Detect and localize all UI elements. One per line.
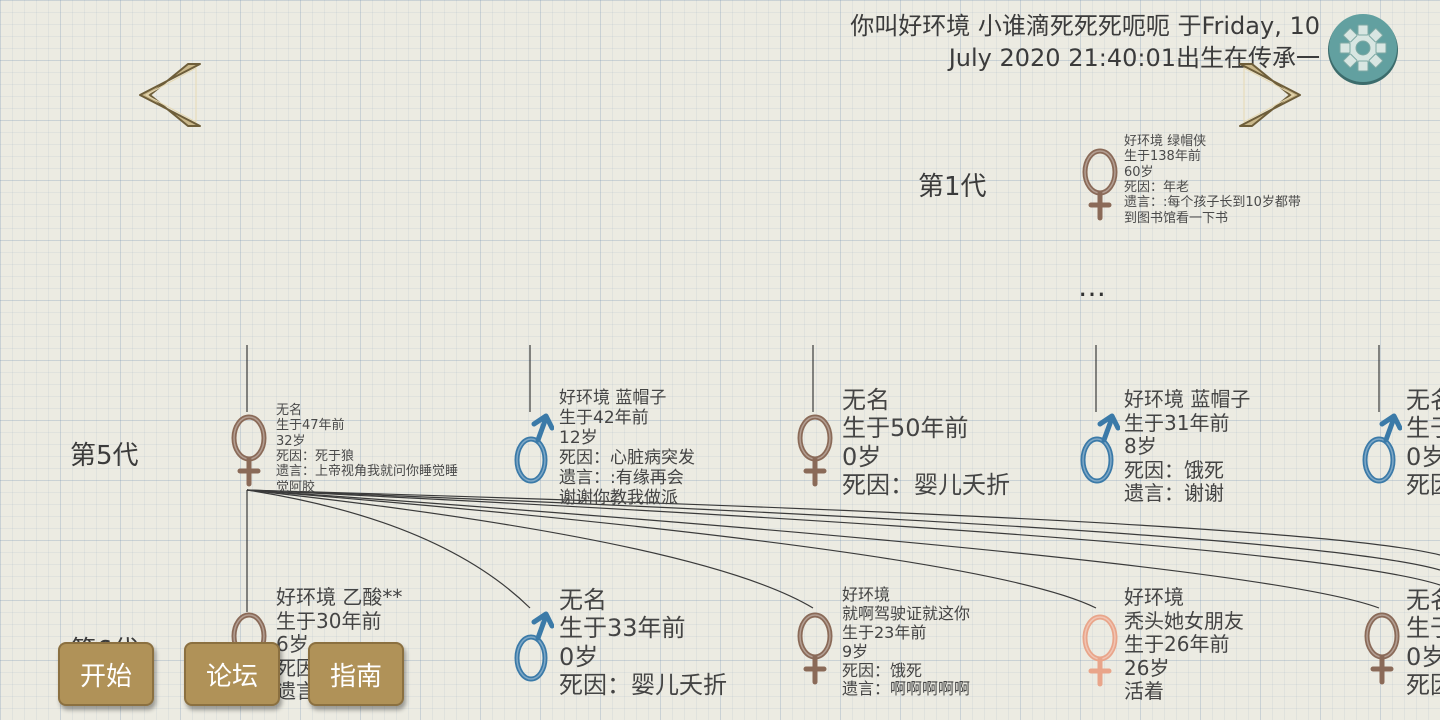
person-name: 无名 — [842, 386, 890, 414]
person-name: 好环境 — [842, 585, 891, 604]
ellipsis-indicator: … — [1078, 270, 1108, 303]
birth-info-line-1: 你叫好环境 小谁滴死死死呃呃 于Friday, 10 — [850, 12, 1320, 40]
person-last-words: 遗言：谢谢 — [1124, 481, 1224, 506]
guide-button[interactable]: 指南 — [308, 642, 404, 706]
person-death-cause: 死因：饿死 — [842, 660, 923, 680]
person-last-words-cont: 到图书馆看一下书 — [1124, 210, 1229, 226]
person-born: 生于 — [1406, 414, 1440, 443]
person-born: 生于23年前 — [842, 622, 927, 642]
person-death-cause: 死因：饿死 — [1124, 457, 1224, 482]
person-age: 26岁 — [1124, 655, 1170, 680]
person-name: 好环境 蓝帽子 — [1124, 387, 1251, 411]
person-born: 生于42年前 — [559, 408, 649, 429]
person-name: 好环境 乙酸** — [276, 585, 403, 609]
person-death-cause: 死因：死于狼 — [276, 448, 355, 464]
female-symbol-icon — [1362, 610, 1402, 685]
person-age: 8岁 — [1124, 434, 1157, 459]
person-last-words: 遗言：:有缘再会 — [559, 468, 684, 489]
person-name: 好环境 蓝帽子 — [559, 388, 667, 408]
left-arrow-icon — [139, 63, 201, 127]
next-generation-button[interactable] — [1238, 62, 1304, 128]
person-born: 生于47年前 — [276, 418, 345, 434]
start-button[interactable]: 开始 — [58, 642, 154, 706]
person-last-words: 遗言：上帝视角我就问你睡觉睡 — [276, 464, 459, 480]
forum-button[interactable]: 论坛 — [184, 642, 280, 706]
birth-info-line-2: July 2020 21:40:01出生在传承一 — [948, 44, 1320, 72]
person-death-cause: 死因：婴儿夭折 — [559, 670, 727, 699]
person-last-words-cont: 谢谢你教我做派 — [559, 488, 678, 509]
female-symbol-icon — [795, 412, 835, 487]
person-name: 无名 — [559, 586, 607, 614]
person-age: 0岁 — [1406, 642, 1440, 671]
person-name: 无名 — [1406, 586, 1440, 614]
person-born: 生于26年前 — [1124, 632, 1230, 657]
person-age: 0岁 — [842, 442, 882, 471]
person-name: 好环境 绿帽侠 — [1124, 134, 1207, 149]
person-nickname: 就啊驾驶证就这你 — [842, 603, 971, 623]
person-info: 无名 生于33年前 0岁 死因：婴儿夭折 — [559, 586, 727, 699]
person-born: 生于 — [1406, 614, 1440, 643]
generation-label-5: 第5代 — [70, 441, 139, 471]
person-last-words-cont: 觉阿胶 — [276, 479, 316, 495]
person-age: 32岁 — [276, 433, 306, 449]
gear-icon — [1328, 14, 1398, 85]
person-death-cause: 死因：年老 — [1124, 179, 1190, 195]
prev-generation-button[interactable] — [136, 62, 202, 128]
person-age: 6岁 — [276, 632, 309, 657]
person-death-cause: 死因：心脏病突发 — [559, 448, 695, 469]
person-born: 生于31年前 — [1124, 410, 1230, 435]
person-born: 生于50年前 — [842, 414, 969, 443]
male-symbol-icon — [1080, 412, 1120, 487]
person-nickname: 秃头她女朋友 — [1124, 608, 1244, 633]
person-age: 9岁 — [842, 641, 869, 661]
person-born: 生于30年前 — [276, 608, 382, 633]
person-info: 无名 生于47年前 32岁 死因：死于狼 遗言：上帝视角我就问你睡觉睡 觉阿胶 — [276, 403, 458, 495]
male-symbol-icon — [1362, 412, 1402, 487]
person-info: 无名 生于 0岁 死因 — [1406, 586, 1440, 699]
person-info: 好环境 绿帽侠 生于138年前 60岁 死因：年老 遗言：:每个孩子长到10岁都… — [1124, 134, 1301, 226]
male-symbol-icon — [514, 412, 554, 487]
person-age: 12岁 — [559, 428, 598, 449]
person-info: 好环境 蓝帽子 生于31年前 8岁 死因：饿死 遗言：谢谢 — [1124, 387, 1251, 506]
female-symbol-icon — [795, 610, 835, 685]
person-death-cause: 死因 — [276, 655, 316, 680]
person-born: 生于138年前 — [1124, 149, 1201, 165]
person-born: 生于33年前 — [559, 614, 686, 643]
male-symbol-icon — [514, 610, 554, 685]
person-name: 无名 — [276, 403, 303, 418]
right-arrow-icon — [1239, 63, 1301, 127]
person-status: 活着 — [1124, 679, 1164, 704]
person-info: 好环境 就啊驾驶证就这你 生于23年前 9岁 死因：饿死 遗言：啊啊啊啊啊 — [842, 585, 971, 699]
person-info: 好环境 秃头她女朋友 生于26年前 26岁 活着 — [1124, 585, 1244, 704]
generation-label-1: 第1代 — [918, 172, 987, 202]
person-death-cause: 死因：婴儿夭折 — [842, 470, 1010, 499]
person-last-words: 遗言：啊啊啊啊啊 — [842, 679, 971, 699]
female-symbol-icon — [1080, 612, 1120, 687]
female-symbol-icon — [229, 412, 269, 487]
person-death-cause: 死因 — [1406, 670, 1440, 699]
person-age: 0岁 — [559, 642, 599, 671]
person-name: 无名 — [1406, 386, 1440, 414]
person-name: 好环境 — [1124, 585, 1184, 609]
person-info: 好环境 蓝帽子 生于42年前 12岁 死因：心脏病突发 遗言：:有缘再会 谢谢你… — [559, 388, 695, 508]
person-info: 无名 生于 0岁 死因 — [1406, 386, 1440, 499]
person-last-words: 遗言：:每个孩子长到10岁都带 — [1124, 195, 1301, 211]
person-death-cause: 死因 — [1406, 470, 1440, 499]
person-age: 60岁 — [1124, 164, 1154, 180]
person-info: 无名 生于50年前 0岁 死因：婴儿夭折 — [842, 386, 1010, 499]
settings-button[interactable] — [1326, 12, 1400, 86]
female-symbol-icon — [1080, 146, 1120, 221]
person-age: 0岁 — [1406, 442, 1440, 471]
